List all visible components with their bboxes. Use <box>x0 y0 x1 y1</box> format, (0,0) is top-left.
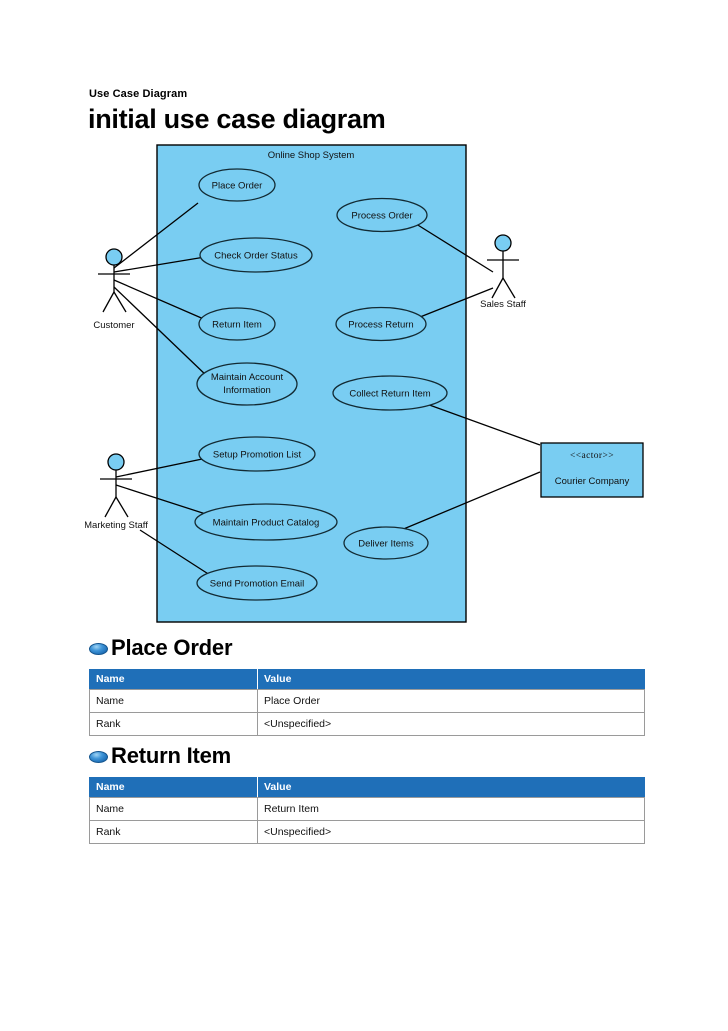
actor-marketing-staff[interactable]: Marketing Staff <box>85 453 148 531</box>
table-row: Name Return Item <box>89 797 645 821</box>
row-label: Name <box>89 689 258 713</box>
actor-leg-left-line <box>104 496 117 518</box>
actor-label: Marketing Staff <box>85 520 148 531</box>
actor-leg-right-line <box>502 277 516 299</box>
actor-box <box>540 442 644 498</box>
use-case-label: Maintain Product Catalog <box>213 518 320 529</box>
row-value: <Unspecified> <box>257 712 645 736</box>
use-case-diagram: Online Shop System <box>85 140 645 635</box>
use-case-ellipse <box>198 307 276 341</box>
assoc-customer-maintain-account <box>113 286 210 379</box>
association-lines <box>113 202 541 578</box>
use-case-process-order[interactable]: Process Order <box>336 197 428 233</box>
use-case-place-order[interactable]: Place Order <box>198 168 276 202</box>
row-value: Place Order <box>257 689 645 713</box>
actor-head-icon <box>494 234 512 252</box>
use-case-deliver-items[interactable]: Deliver Items <box>343 526 429 560</box>
system-boundary-label: Online Shop System <box>268 150 355 161</box>
assoc-customer-place-order <box>113 202 199 269</box>
use-case-ellipse <box>198 168 276 202</box>
use-case-ellipse <box>332 375 448 411</box>
assoc-customer-check-order-status <box>113 256 206 273</box>
use-case-ellipse <box>198 436 316 472</box>
use-case-ellipse <box>196 565 318 601</box>
column-header-value: Value <box>257 669 645 690</box>
use-case-ellipse <box>335 306 427 342</box>
actor-courier-company[interactable]: <<actor>> Courier Company <box>540 442 644 498</box>
use-case-process-return[interactable]: Process Return <box>335 306 427 342</box>
assoc-sales-staff-process-return <box>409 287 494 322</box>
document-kicker: Use Case Diagram <box>89 88 188 100</box>
assoc-marketing-maintain-product-catalog <box>115 484 216 518</box>
use-case-return-item[interactable]: Return Item <box>198 307 276 341</box>
table-row: Rank <Unspecified> <box>89 820 645 844</box>
use-case-label: Collect Return Item <box>349 389 430 400</box>
table-row: Name Place Order <box>89 689 645 713</box>
bullet-ellipse-icon <box>89 643 108 655</box>
actor-leg-right-line <box>113 291 127 313</box>
table-header-row: Name Value <box>89 777 645 798</box>
properties-table-place-order: Name Value Name Place Order Rank <Unspec… <box>89 669 645 736</box>
row-label: Rank <box>89 712 258 736</box>
use-case-ellipse <box>196 362 298 406</box>
row-label: Name <box>89 797 258 821</box>
actor-head-icon <box>105 248 123 266</box>
actor-head-icon <box>107 453 125 471</box>
column-header-name: Name <box>89 777 258 798</box>
row-value: <Unspecified> <box>257 820 645 844</box>
row-value: Return Item <box>257 797 645 821</box>
use-case-ellipse <box>336 197 428 233</box>
actor-label: Sales Staff <box>480 299 526 310</box>
use-case-ellipse <box>343 526 429 560</box>
page-title: initial use case diagram <box>88 104 386 134</box>
use-case-label: Deliver Items <box>358 539 414 550</box>
column-header-value: Value <box>257 777 645 798</box>
section-title: Return Item <box>111 743 232 768</box>
actor-leg-right-line <box>115 496 129 518</box>
assoc-marketing-send-promotion-email <box>139 529 214 578</box>
actor-leg-left-line <box>102 291 115 313</box>
actor-label: Courier Company <box>555 476 630 487</box>
actor-label: Customer <box>93 320 134 331</box>
use-case-ellipse <box>199 237 313 273</box>
table-header-row: Name Value <box>89 669 645 690</box>
use-case-send-promotion-email[interactable]: Send Promotion Email <box>196 565 318 601</box>
properties-table-return-item: Name Value Name Return Item Rank <Unspec… <box>89 777 645 844</box>
assoc-courier-deliver-items <box>381 471 541 539</box>
use-case-label: Setup Promotion List <box>213 450 302 461</box>
use-case-ellipse <box>194 503 338 541</box>
use-case-setup-promotion-list[interactable]: Setup Promotion List <box>198 436 316 472</box>
actor-sales-staff[interactable]: Sales Staff <box>480 234 526 310</box>
use-case-label: Send Promotion Email <box>210 579 305 590</box>
use-case-check-order-status[interactable]: Check Order Status <box>199 237 313 273</box>
use-case-maintain-product-catalog[interactable]: Maintain Product Catalog <box>194 503 338 541</box>
use-case-label: Place Order <box>212 181 263 192</box>
column-header-name: Name <box>89 669 258 690</box>
use-case-label: Check Order Status <box>214 251 298 262</box>
assoc-marketing-setup-promotion-list <box>115 457 208 478</box>
diagram-svg: Online Shop System <box>85 144 644 623</box>
row-label: Rank <box>89 820 258 844</box>
assoc-customer-return-item <box>113 279 207 321</box>
actor-customer[interactable]: Customer <box>93 248 135 331</box>
table-row: Rank <Unspecified> <box>89 712 645 736</box>
assoc-sales-staff-process-order <box>412 221 494 273</box>
use-case-collect-return-item[interactable]: Collect Return Item <box>332 375 448 411</box>
bullet-ellipse-icon <box>89 751 108 763</box>
use-case-label: Maintain Account <box>211 372 284 383</box>
use-case-label: Return Item <box>212 320 262 331</box>
use-case-maintain-account-information[interactable]: Maintain Account Information <box>196 362 298 406</box>
actor-stereotype-label: <<actor>> <box>570 451 614 461</box>
use-case-nodes: Place Order Process Order Check Order St… <box>194 168 448 601</box>
section-title: Place Order <box>111 635 233 660</box>
actor-leg-left-line <box>491 277 504 299</box>
use-case-label: Process Return <box>348 320 413 331</box>
use-case-label-line2: Information <box>223 385 271 396</box>
use-case-label: Process Order <box>351 211 412 222</box>
